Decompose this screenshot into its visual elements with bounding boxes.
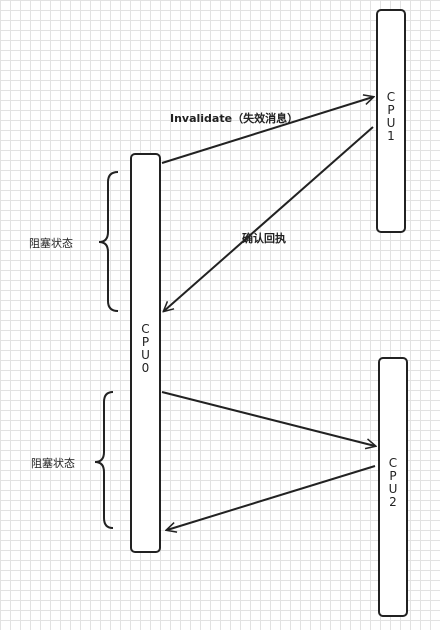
- blocked-state-label-bottom: 阻塞状态: [31, 457, 75, 470]
- cpu2-label: C P U 2: [388, 456, 398, 509]
- cpu2-to-cpu0-arrow: [167, 465, 376, 530]
- ack-message-label: 确认回执: [242, 232, 286, 245]
- cpu0-label: C P U 0: [141, 322, 150, 375]
- blocked-state-label-top: 阻塞状态: [29, 237, 73, 250]
- cpu0-to-cpu2-arrow: [161, 391, 375, 446]
- ack-arrow: [164, 126, 374, 311]
- invalidate-arrow: [161, 97, 373, 164]
- blocked-brace-bottom: [94, 391, 114, 529]
- cpu0-box: C P U 0: [130, 153, 161, 553]
- invalidate-message-label: Invalidate（失效消息）: [170, 112, 299, 125]
- cpu1-box: C P U 1: [376, 9, 406, 233]
- blocked-brace-top: [98, 171, 119, 312]
- cpu1-label: C P U 1: [386, 90, 396, 143]
- cpu2-box: C P U 2: [378, 357, 408, 617]
